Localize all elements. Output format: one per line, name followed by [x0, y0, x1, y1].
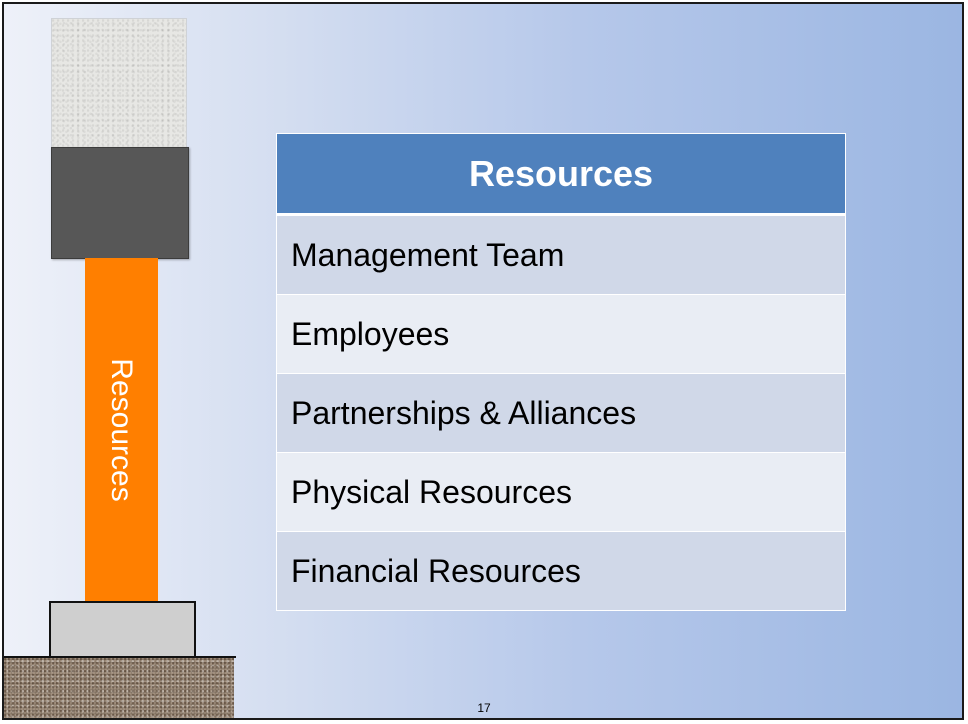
pillar-capital-stone: [51, 18, 187, 150]
pillar-shaft: [85, 258, 158, 602]
page-number: 17: [477, 701, 491, 715]
pillar-shaft-label: Resources: [105, 358, 138, 502]
table-cell-financial-resources: Financial Resources: [276, 531, 846, 611]
table-row: Management Team: [276, 214, 846, 295]
table-header-row: Resources: [276, 133, 846, 216]
table-header: Resources: [276, 133, 846, 216]
table-row: Financial Resources: [276, 531, 846, 611]
table-row: Physical Resources: [276, 452, 846, 532]
table-cell-partnerships: Partnerships & Alliances: [276, 373, 846, 453]
table-cell-employees: Employees: [276, 294, 846, 374]
table-cell-physical-resources: Physical Resources: [276, 452, 846, 532]
table-cell-management-team: Management Team: [276, 214, 846, 295]
ground-gravel: [4, 658, 234, 718]
pillar-base: [49, 601, 196, 662]
table-row: Employees: [276, 294, 846, 374]
table-row: Partnerships & Alliances: [276, 373, 846, 453]
pillar-capital-block: [51, 147, 189, 259]
ground-line: [4, 656, 236, 658]
resources-table: Resources Management Team Employees Part…: [276, 133, 846, 611]
